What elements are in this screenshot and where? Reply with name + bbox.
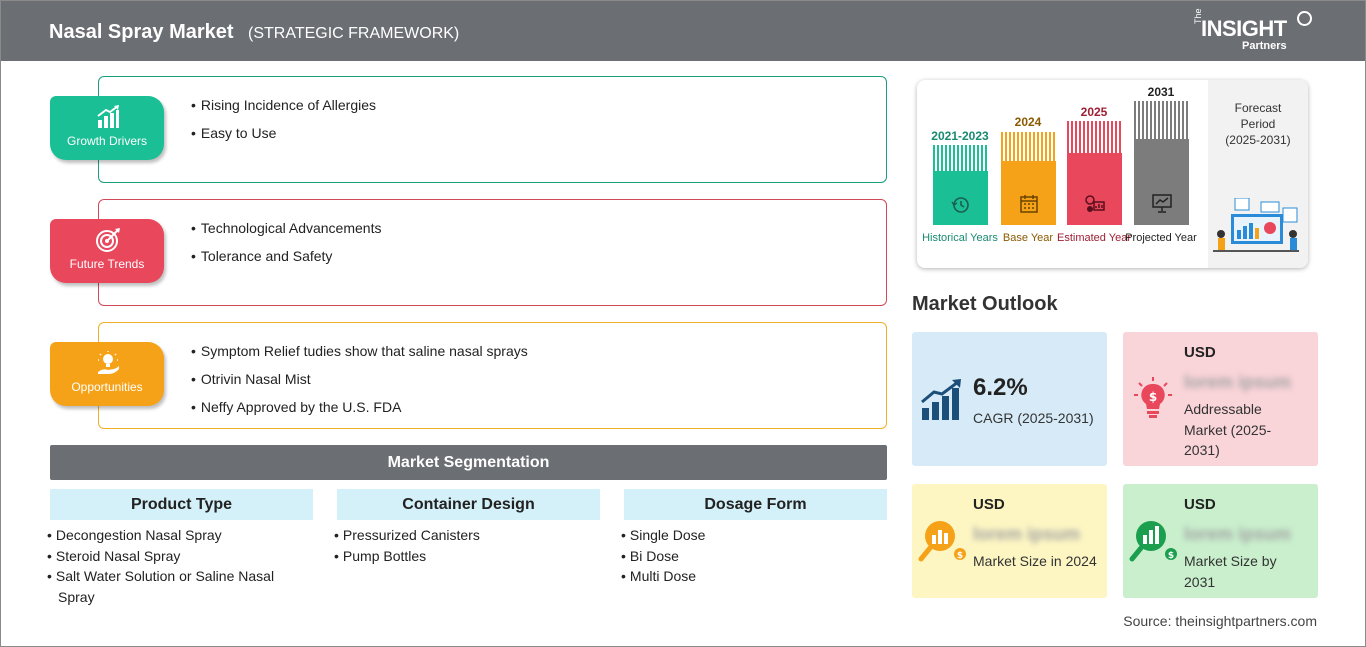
cagr-card: 6.2% CAGR (2025-2031)	[912, 332, 1107, 466]
insight-partners-logo[interactable]: The INSIGHT Partners	[1189, 8, 1319, 54]
bar-label-projected: Projected Year	[1125, 232, 1197, 244]
segment-heading-product-type: Product Type	[50, 489, 313, 520]
bar-hatch	[1134, 101, 1189, 139]
bar-label-historical: Historical Years	[922, 232, 998, 244]
list-item: Technological Advancements	[191, 220, 382, 248]
list-item: Steroid Nasal Spray	[47, 546, 307, 567]
logo-partners: Partners	[1242, 40, 1287, 52]
bar-estimated	[1067, 121, 1122, 225]
lightbulb-hand-icon	[98, 351, 119, 374]
list-item: Rising Incidence of Allergies	[191, 97, 376, 125]
dosage-form-list: Single Dose Bi Dose Multi Dose	[621, 525, 881, 587]
forecast-panel: Forecast Period (2025-2031)	[1208, 80, 1308, 268]
badge-label: Growth Drivers	[66, 134, 147, 148]
addressable-value: lorem ipsum	[1184, 372, 1292, 392]
magnifier-bars-icon: $	[918, 521, 966, 562]
size-2031-currency: USD	[1184, 496, 1216, 513]
bar-historical	[933, 145, 988, 225]
opportunities-list: Symptom Relief tudies show that saline n…	[191, 343, 528, 427]
list-item: Single Dose	[621, 525, 881, 546]
cagr-label: CAGR (2025-2031)	[973, 410, 1094, 426]
list-item: Multi Dose	[621, 566, 881, 587]
product-type-list: Decongestion Nasal Spray Steroid Nasal S…	[47, 525, 307, 607]
logo-insight: INSIGHT	[1201, 16, 1287, 41]
forecast-label: Forecast Period	[1234, 101, 1282, 131]
future-trends-box: Technological Advancements Tolerance and…	[98, 199, 887, 306]
size-2031-value: lorem ipsum	[1184, 524, 1292, 544]
svg-text:$: $	[1168, 551, 1174, 561]
bar-year-base: 2024	[1014, 115, 1042, 129]
history-clock-icon	[951, 197, 969, 213]
timeline-card: Forecast Period (2025-2031) 2021-2023	[917, 80, 1308, 268]
growth-drivers-list: Rising Incidence of Allergies Easy to Us…	[191, 97, 376, 153]
growth-drivers-box: Rising Incidence of Allergies Easy to Us…	[98, 76, 887, 183]
growth-chart-icon	[97, 105, 119, 128]
container-design-list: Pressurized Canisters Pump Bottles	[334, 525, 594, 566]
market-size-2031-card: $ USD lorem ipsum Market Size by 2031	[1123, 484, 1318, 598]
svg-text:$: $	[957, 551, 963, 561]
source-credit[interactable]: Source: theinsightpartners.com	[1123, 613, 1317, 629]
list-item: Decongestion Nasal Spray	[47, 525, 307, 546]
bar-base	[1001, 132, 1056, 225]
list-item: Salt Water Solution or Saline Nasal Spra…	[47, 566, 307, 607]
market-outlook-title: Market Outlook	[912, 293, 1058, 315]
list-item: Pump Bottles	[334, 546, 594, 567]
gears-chart-icon	[1085, 195, 1105, 212]
bar-hatch	[1067, 121, 1122, 153]
bar-year-estimated: 2025	[1080, 105, 1108, 119]
size-2024-currency: USD	[973, 496, 1005, 513]
bar-hatch	[933, 145, 988, 171]
bar-label-estimated: Estimated Year	[1057, 232, 1131, 244]
badge-label: Future Trends	[69, 257, 145, 271]
magnifier-growth-icon: $	[1129, 521, 1177, 562]
cagr-value: 6.2%	[973, 374, 1028, 401]
opportunities-badge: Opportunities	[50, 342, 164, 406]
badge-label: Opportunities	[71, 380, 143, 394]
bar-projected	[1134, 101, 1189, 225]
page-title: Nasal Spray Market	[49, 21, 234, 43]
list-item: Bi Dose	[621, 546, 881, 567]
size-2031-label: Market Size by 2031	[1184, 553, 1277, 590]
list-item: Symptom Relief tudies show that saline n…	[191, 343, 528, 371]
forecast-range: (2025-2031)	[1225, 133, 1291, 147]
analyst-dashboard-icon	[1213, 198, 1299, 252]
target-icon	[96, 228, 120, 252]
calendar-icon	[1020, 195, 1038, 213]
future-trends-badge: Future Trends	[50, 219, 164, 283]
market-size-2024-card: $ USD lorem ipsum Market Size in 2024	[912, 484, 1107, 598]
addressable-market-card: $ USD lorem ipsum Addressable Market (20…	[1123, 332, 1318, 466]
svg-text:$: $	[1149, 390, 1157, 404]
bar-year-projected: 2031	[1147, 85, 1175, 99]
logo-ring-icon	[1297, 11, 1312, 26]
size-2024-label: Market Size in 2024	[973, 553, 1097, 569]
segment-heading-container-design: Container Design	[337, 489, 600, 520]
bar-label-base: Base Year	[1002, 232, 1054, 244]
size-2024-value: lorem ipsum	[973, 524, 1081, 544]
list-item: Neffy Approved by the U.S. FDA	[191, 399, 528, 427]
addressable-label: Addressable Market (2025-2031)	[1184, 401, 1272, 458]
bar-solid	[1067, 153, 1122, 225]
page-subtitle: (STRATEGIC FRAMEWORK)	[248, 25, 460, 42]
bulb-dollar-icon: $	[1134, 377, 1172, 418]
list-item: Pressurized Canisters	[334, 525, 594, 546]
addressable-currency: USD	[1184, 344, 1216, 361]
header-bar: Nasal Spray Market (STRATEGIC FRAMEWORK)…	[1, 1, 1365, 61]
opportunities-box: Symptom Relief tudies show that saline n…	[98, 322, 887, 429]
future-trends-list: Technological Advancements Tolerance and…	[191, 220, 382, 276]
list-item: Tolerance and Safety	[191, 248, 381, 276]
bar-hatch	[1001, 132, 1056, 161]
segment-heading-dosage-form: Dosage Form	[624, 489, 887, 520]
bar-solid	[1001, 161, 1056, 225]
segmentation-title: Market Segmentation	[50, 445, 887, 480]
growth-drivers-badge: Growth Drivers	[50, 96, 164, 160]
presentation-board-icon	[1152, 194, 1172, 213]
list-item: Otrivin Nasal Mist	[191, 371, 528, 399]
list-item: Easy to Use	[191, 125, 376, 153]
growth-bars-icon	[921, 379, 961, 420]
bar-year-historical: 2021-2023	[931, 129, 989, 143]
